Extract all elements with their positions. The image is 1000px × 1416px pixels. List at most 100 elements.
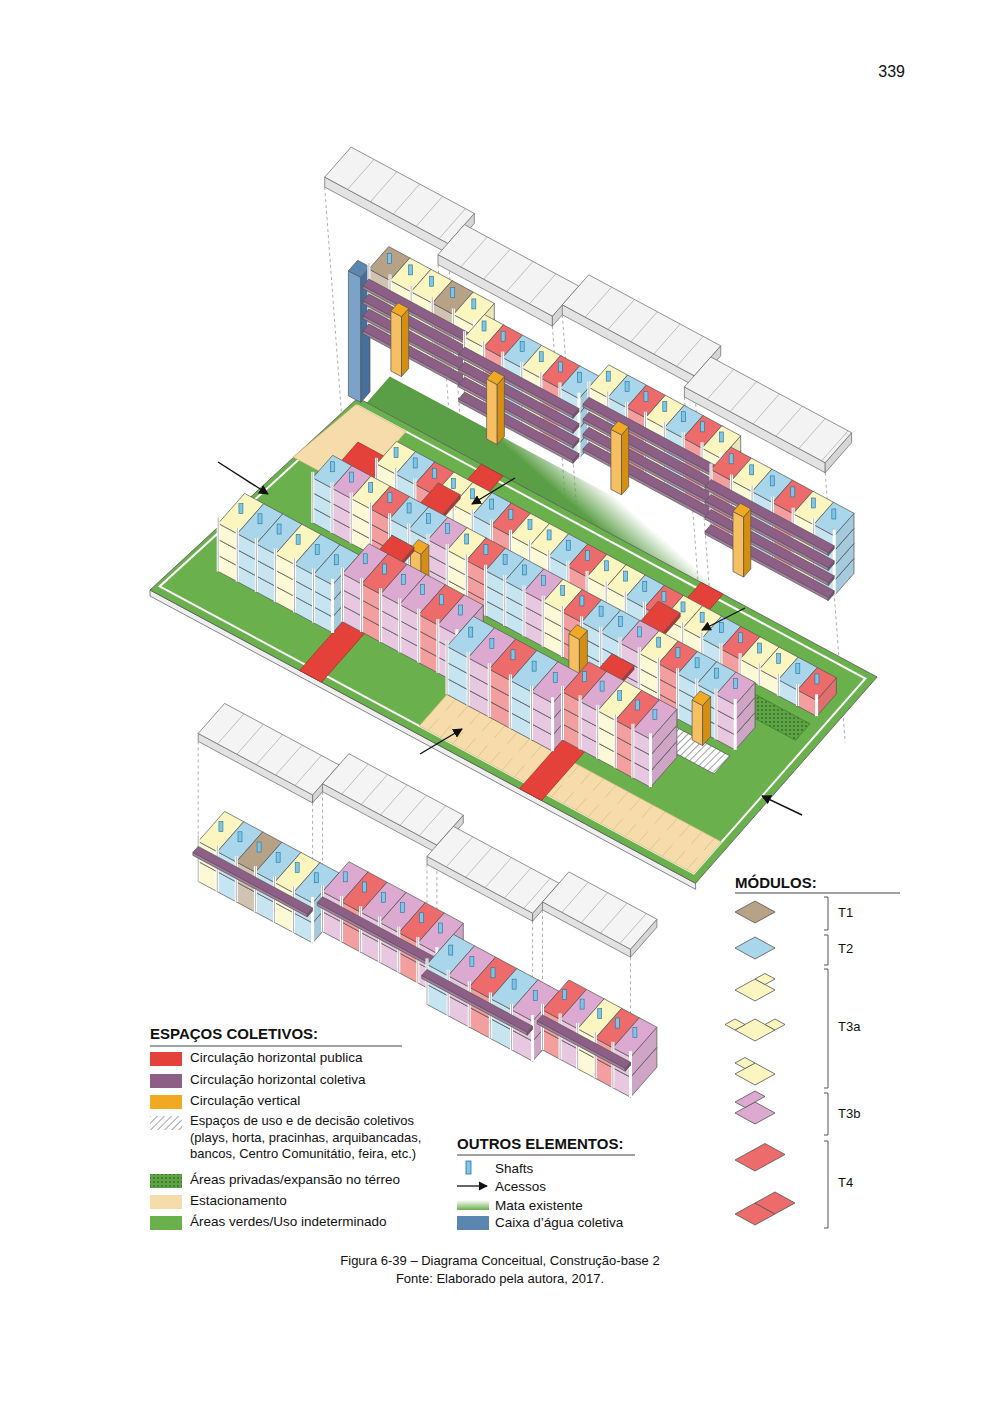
structural-fin bbox=[237, 528, 238, 582]
collective-corridor bbox=[422, 975, 528, 1035]
legend-swatch bbox=[150, 1074, 182, 1088]
structural-fin bbox=[796, 684, 799, 706]
structural-fin bbox=[509, 674, 512, 728]
parking-stall bbox=[581, 772, 592, 784]
shaft-symbol bbox=[295, 863, 299, 873]
shaft-symbol bbox=[512, 979, 516, 989]
site-border bbox=[160, 406, 866, 874]
roof-outline bbox=[799, 419, 825, 449]
shaft-symbol bbox=[625, 381, 629, 391]
collective-corridor bbox=[363, 279, 475, 343]
structural-fin bbox=[217, 517, 220, 571]
bracket bbox=[824, 965, 828, 966]
floor-outline bbox=[485, 858, 511, 888]
structural-fin bbox=[597, 705, 598, 759]
parking-stall bbox=[531, 745, 542, 757]
structural-fin bbox=[631, 724, 634, 778]
shaft-symbol bbox=[440, 595, 444, 605]
structural-fin bbox=[375, 458, 378, 480]
structural-fin bbox=[484, 565, 487, 616]
structural-fin bbox=[734, 699, 737, 750]
bracket bbox=[824, 1135, 828, 1136]
shaft-symbol bbox=[439, 923, 443, 933]
structural-fin bbox=[625, 591, 626, 613]
structural-fin bbox=[510, 530, 511, 552]
label-text: ESPAÇOS COLETIVOS: bbox=[150, 1024, 410, 1043]
shaft-symbol bbox=[484, 544, 488, 554]
shaft-symbol bbox=[558, 362, 562, 372]
vertical-circulation bbox=[733, 503, 751, 517]
shaft-symbol bbox=[662, 592, 666, 602]
structural-fin bbox=[313, 569, 314, 623]
structural-fin bbox=[274, 548, 277, 602]
shaft-symbol bbox=[388, 493, 392, 503]
vertical-circulation bbox=[569, 625, 588, 640]
shaft-symbol bbox=[533, 990, 537, 1000]
shaft-symbol bbox=[490, 499, 494, 509]
label-text: T1 bbox=[838, 905, 878, 922]
roof-outline bbox=[507, 261, 533, 291]
module-swatch bbox=[735, 1144, 785, 1172]
shaft-symbol bbox=[681, 602, 685, 612]
structural-fin bbox=[341, 568, 344, 622]
shaft-symbol bbox=[633, 1027, 637, 1037]
collective-corridor bbox=[459, 362, 579, 430]
label-text: Fonte: Elaborado pela autora, 2017. bbox=[0, 1271, 1000, 1288]
parking-stall bbox=[445, 699, 456, 711]
structural-fin bbox=[468, 652, 469, 706]
vertical-circulation bbox=[611, 421, 629, 435]
shaft-symbol bbox=[635, 700, 639, 710]
structural-fin bbox=[503, 575, 506, 626]
structural-fin bbox=[490, 519, 493, 541]
water-tank bbox=[348, 271, 360, 403]
vertical-circulation bbox=[692, 700, 703, 746]
bracket bbox=[824, 1141, 828, 1142]
housing-module bbox=[613, 1018, 657, 1057]
collective-corridor bbox=[193, 852, 307, 917]
shaft-symbol bbox=[811, 498, 815, 508]
shaft-symbol bbox=[394, 448, 398, 458]
shaft-symbol bbox=[472, 299, 476, 309]
shaft-symbol bbox=[791, 487, 795, 497]
shaft-symbol bbox=[734, 678, 738, 688]
shaft-symbol bbox=[777, 653, 781, 663]
shaft-symbol bbox=[624, 571, 628, 581]
structural-fin bbox=[437, 619, 438, 673]
structural-fin bbox=[700, 633, 703, 655]
shaft-symbol bbox=[600, 681, 604, 691]
shaft-symbol bbox=[400, 903, 404, 913]
parking-stall bbox=[470, 712, 481, 724]
shaft-symbol bbox=[381, 892, 385, 902]
shaft-symbol bbox=[451, 479, 455, 489]
access-arrow bbox=[762, 796, 802, 815]
legend-text: Áreas verdes/Uso indeterminado bbox=[190, 1213, 430, 1230]
floor-outline bbox=[381, 785, 407, 815]
shaft-symbol bbox=[682, 412, 686, 422]
collective-corridor bbox=[705, 480, 834, 553]
shaft-symbol bbox=[553, 672, 557, 682]
structural-fin bbox=[716, 689, 717, 740]
parking-stall bbox=[465, 738, 476, 750]
parking-stall bbox=[495, 726, 506, 738]
structural-fin bbox=[361, 578, 362, 632]
access-arrow bbox=[472, 478, 515, 504]
shaft-symbol bbox=[701, 422, 705, 432]
structural-fin bbox=[398, 598, 401, 652]
structural-fin bbox=[399, 598, 400, 652]
parking-stall bbox=[507, 732, 518, 744]
shaft-symbol bbox=[719, 432, 723, 442]
vertical-circulation bbox=[692, 691, 711, 706]
shaft-symbol bbox=[465, 534, 469, 544]
public-circulation bbox=[520, 582, 724, 800]
structural-fin bbox=[586, 571, 589, 593]
floor-outline bbox=[601, 903, 627, 933]
structural-fin bbox=[417, 609, 420, 663]
floor-outline bbox=[276, 745, 302, 775]
shaft-symbol bbox=[676, 648, 680, 658]
parking-stall bbox=[630, 798, 641, 810]
shaft-symbol bbox=[796, 664, 800, 674]
floor-outline bbox=[446, 837, 472, 867]
legend-swatch bbox=[150, 1052, 182, 1066]
structural-fin bbox=[351, 492, 352, 543]
shaft-symbol bbox=[490, 638, 494, 648]
